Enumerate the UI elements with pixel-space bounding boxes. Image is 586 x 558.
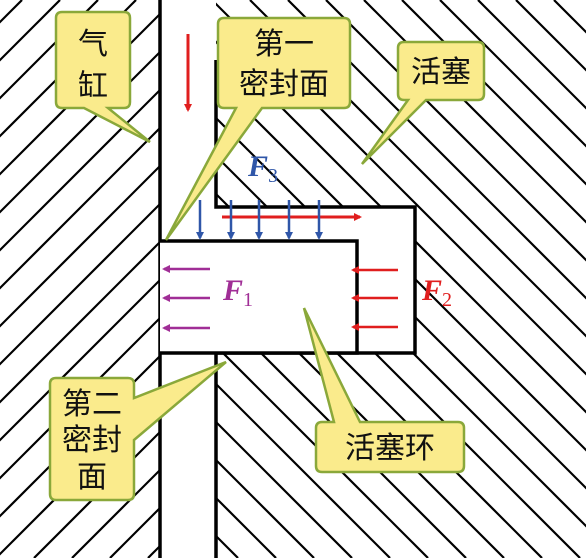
callout-second-seal-line3: 面: [77, 460, 107, 495]
callout-second-seal-line2: 密封: [62, 423, 122, 458]
piston-hatch-line: [439, 0, 586, 558]
callout-second-seal-line1: 第二: [62, 387, 122, 422]
cylinder-hatch-line: [0, 316, 160, 480]
callout-piston-ring-line1: 活塞环: [345, 431, 435, 466]
callout-piston-ring: 活塞环: [302, 307, 466, 474]
cylinder-hatch-line: [528, 0, 586, 558]
callout-cylinder-line2: 缸: [78, 69, 108, 104]
cylinder-hatch-line: [0, 126, 160, 290]
callout-cylinder-line1: 气: [78, 27, 108, 62]
cylinder-hatch-line: [0, 202, 160, 366]
f3-arrows: [196, 200, 323, 240]
piston-hatch-line: [287, 0, 586, 558]
callout-cylinder: 气 缸: [54, 10, 151, 144]
callout-first-seal-line2: 密封面: [239, 67, 329, 102]
callout-first-seal: 第一 密封面: [164, 16, 352, 241]
f2-label: F2: [421, 274, 452, 311]
piston-hatch-line: [216, 0, 353, 558]
cylinder-hatch-line: [0, 164, 160, 328]
piston-groove-outline: [214, 60, 417, 558]
cylinder-hatch-line: [566, 0, 586, 558]
piston-hatch-line: [477, 0, 586, 558]
piston-hatch-line: [216, 0, 391, 558]
f1-arrows: [162, 265, 210, 332]
f3-label: F3: [247, 150, 278, 187]
f2-arrows: [351, 266, 398, 331]
callout-piston-line1: 活塞: [411, 55, 471, 90]
callout-piston: 活塞: [360, 40, 486, 165]
piston-hatch-line: [401, 0, 586, 558]
callout-second-seal: 第二 密封 面: [48, 360, 227, 502]
cylinder-hatch-line: [0, 88, 160, 252]
piston-hatch-line: [216, 0, 315, 558]
cylinder-hatch-line: [0, 0, 99, 100]
cylinder-hatch-line: [0, 240, 160, 404]
piston-hatch-line: [515, 0, 586, 558]
cylinder-hatch-line: [0, 0, 137, 138]
callout-first-seal-line1: 第一: [254, 27, 314, 62]
piston-hatch-line: [553, 0, 586, 558]
f1-label: F1: [222, 274, 253, 311]
